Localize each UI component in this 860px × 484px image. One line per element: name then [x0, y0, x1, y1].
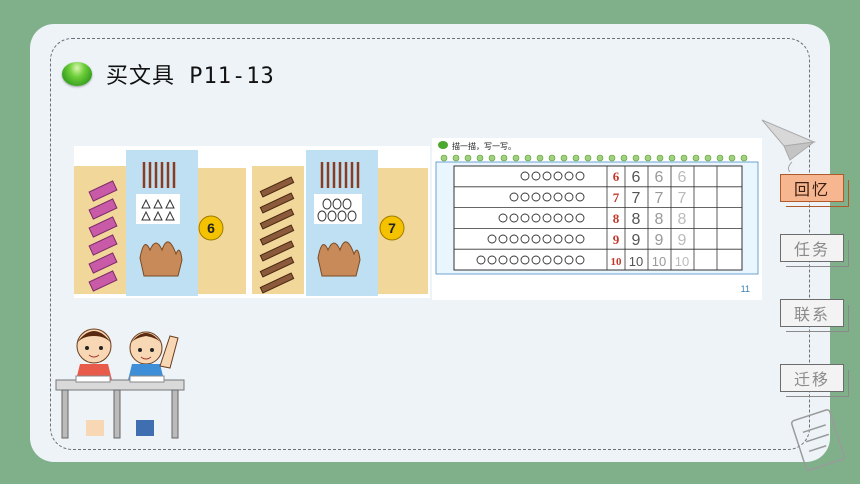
svg-text:6: 6	[655, 169, 664, 186]
notebook-icon	[790, 409, 846, 471]
svg-text:10: 10	[629, 254, 643, 269]
badge-seven: 7	[388, 220, 396, 236]
svg-text:6: 6	[678, 169, 687, 186]
svg-text:8: 8	[632, 211, 641, 228]
row-number-8: 8	[613, 211, 620, 226]
row-number-6: 6	[613, 169, 620, 184]
row-number-7: 7	[613, 190, 620, 205]
counting-illustration: 6 7	[74, 150, 428, 296]
students-illustration	[55, 328, 185, 439]
green-dot-icon	[438, 141, 448, 149]
svg-text:10: 10	[652, 254, 666, 269]
paper-plane-icon	[761, 119, 816, 172]
nav-tab-recall[interactable]: 回忆	[780, 174, 849, 207]
svg-text:9: 9	[632, 232, 641, 249]
svg-text:7: 7	[632, 190, 641, 207]
svg-text:9: 9	[655, 232, 664, 249]
nav-tab-task[interactable]: 任务	[780, 234, 849, 267]
row-number-9: 9	[613, 232, 620, 247]
title-row: 买文具 P11-13	[62, 58, 275, 90]
svg-text:10: 10	[675, 254, 689, 269]
nav-tab-transfer[interactable]: 迁移	[780, 364, 849, 397]
page-number: 11	[741, 284, 750, 294]
badge-six: 6	[207, 220, 215, 236]
svg-text:6: 6	[632, 169, 641, 186]
svg-text:8: 8	[655, 211, 664, 228]
svg-text:8: 8	[678, 211, 687, 228]
svg-text:9: 9	[678, 232, 687, 249]
green-ball-icon	[62, 62, 92, 86]
svg-text:7: 7	[655, 190, 664, 207]
slide-title: 买文具 P11-13	[106, 64, 275, 89]
textbook-image-counting: 6 7	[74, 146, 430, 298]
svg-text:7: 7	[678, 190, 687, 207]
row-number-10: 10	[611, 256, 623, 268]
worksheet-instruction: 描一描，写一写。	[452, 141, 516, 151]
nav-tab-connect[interactable]: 联系	[780, 299, 849, 332]
